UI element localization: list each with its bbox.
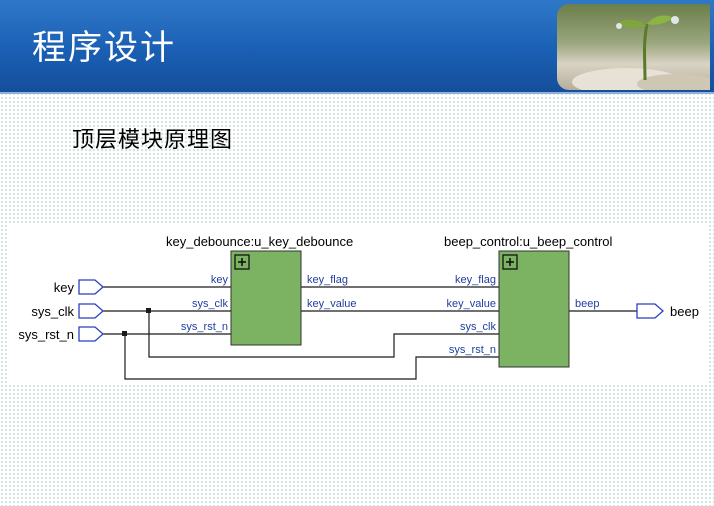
- port-label: sys_rst_n: [449, 344, 496, 356]
- top-input-label: sys_clk: [31, 304, 74, 319]
- schematic-panel: key_debounce:u_key_debounce key sys_clk …: [9, 223, 707, 384]
- module-instance-label: key_debounce:u_key_debounce: [166, 234, 353, 249]
- port-label: key_flag: [455, 274, 496, 286]
- port-label: key_value: [307, 298, 357, 310]
- subtitle: 顶层模块原理图: [72, 128, 234, 153]
- expand-icon: [502, 254, 518, 270]
- port-label: key_value: [446, 298, 496, 310]
- port-label: key: [211, 274, 229, 286]
- port-label: sys_clk: [460, 321, 497, 333]
- schematic-diagram: key_debounce:u_key_debounce key sys_clk …: [18, 234, 699, 380]
- wire-sys-clk-route: [148, 311, 499, 358]
- output-port-icon: [636, 303, 664, 319]
- input-port-icon: [78, 326, 104, 342]
- port-label: beep: [575, 298, 599, 310]
- module-beep-control: [498, 250, 570, 368]
- module-instance-label: beep_control:u_beep_control: [444, 234, 613, 249]
- sprout-photo: [557, 4, 710, 90]
- port-label: key_flag: [307, 274, 348, 286]
- input-port-icon: [78, 279, 104, 295]
- top-input-label: key: [54, 280, 75, 295]
- expand-icon: [234, 254, 250, 270]
- input-port-icon: [78, 303, 104, 319]
- slide-title: 程序设计: [32, 28, 176, 68]
- port-label: sys_clk: [192, 298, 229, 310]
- top-input-label: sys_rst_n: [18, 327, 74, 342]
- port-label: sys_rst_n: [181, 321, 228, 333]
- top-output-label: beep: [670, 304, 699, 319]
- title-bar: 程序设计: [0, 0, 714, 94]
- wire-sys-rst-n-route: [124, 334, 499, 380]
- junction-dot: [122, 331, 127, 336]
- junction-dot: [146, 308, 151, 313]
